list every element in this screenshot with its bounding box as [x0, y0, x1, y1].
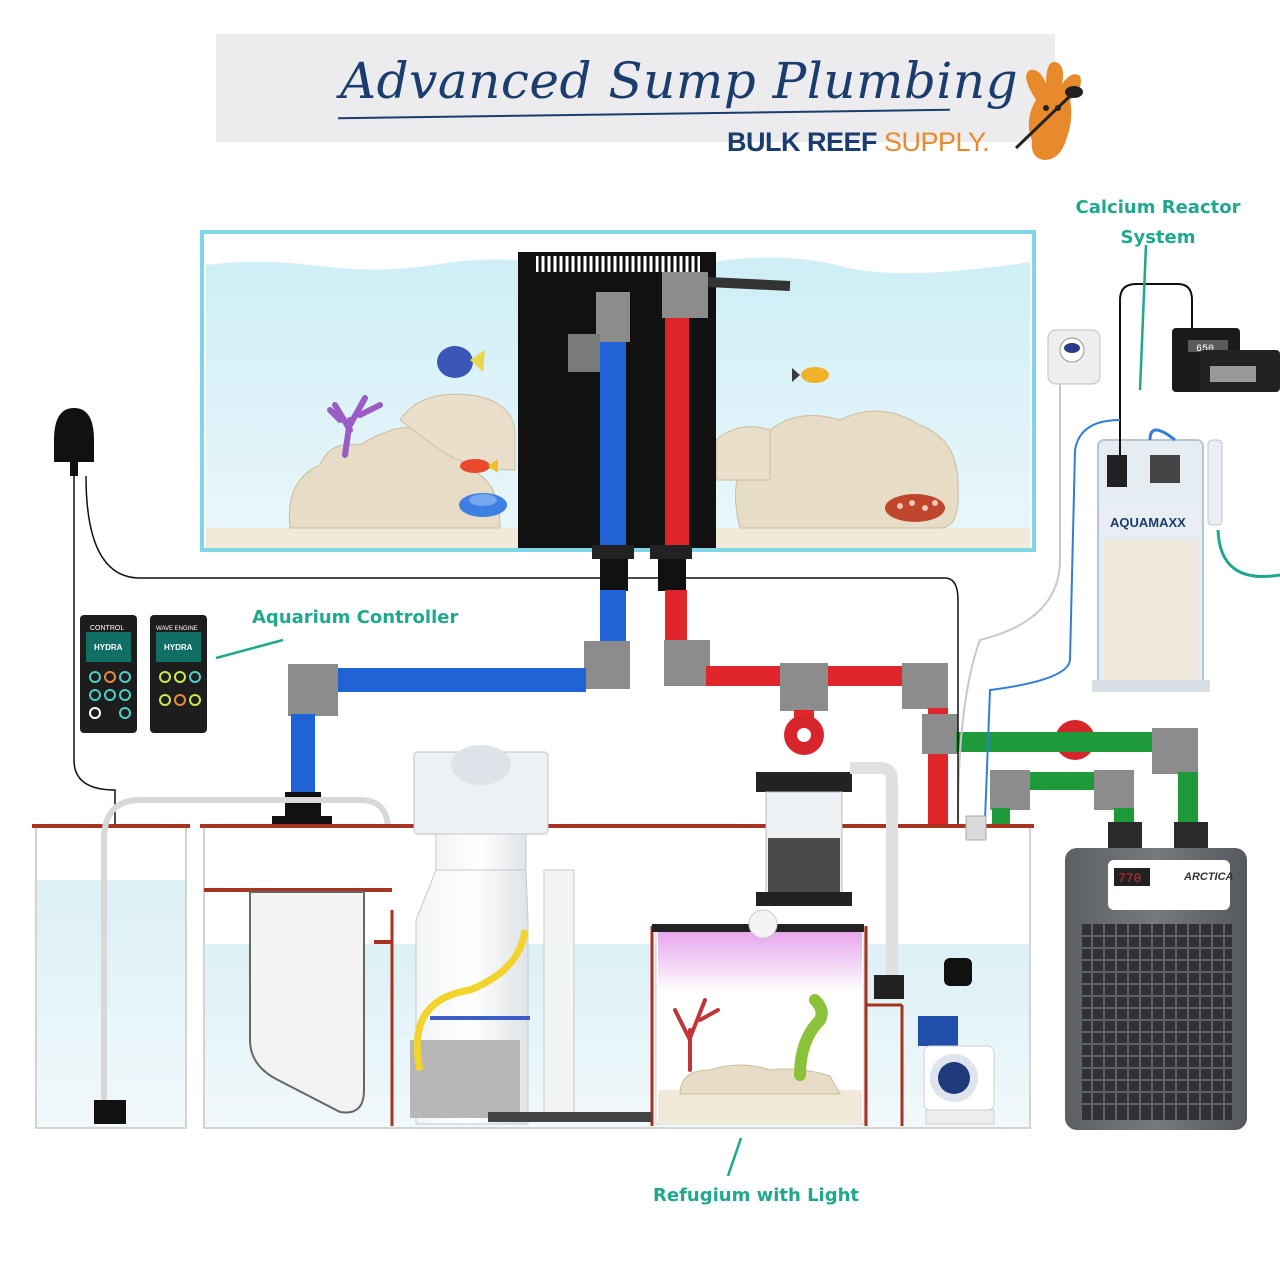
label-calcium-reactor-line2: System: [1120, 227, 1196, 248]
brand-logo: BULK REEF SUPPLY.: [727, 127, 990, 158]
valve-icon: [784, 715, 824, 755]
float-cable: [73, 476, 116, 1100]
return-elbow: [662, 272, 708, 318]
reactor-label-pointer: [1138, 244, 1148, 391]
return-elbow-right: [902, 663, 948, 709]
ph-probe-cable: [1119, 283, 1193, 455]
return-nozzle: [707, 277, 791, 291]
return-pipe-internal: [665, 310, 689, 546]
controller-right: WAVE ENGINE HYDRA: [150, 615, 207, 733]
drain-elbow-lower: [584, 641, 630, 689]
ato-pump: [94, 1100, 126, 1124]
return-elbow-lower: [664, 640, 710, 686]
reactor-loop-tube: [1148, 428, 1176, 442]
refugium: [652, 909, 865, 1125]
page-title: Advanced Sump Plumbing: [340, 52, 1019, 110]
probe-holder: [944, 815, 987, 986]
label-calcium-reactor-line1: Calcium Reactor: [1075, 197, 1241, 218]
return-bulkhead: [658, 559, 686, 591]
chiller-grille: [1082, 924, 1232, 1120]
macroalgae-green-icon: [794, 994, 828, 1081]
drain-bulkhead: [600, 559, 628, 591]
overflow-teeth: [536, 256, 700, 272]
brain-coral-icon: [885, 494, 945, 522]
controller-right-model: HYDRA: [164, 643, 193, 652]
overflow-box: [518, 252, 791, 591]
controller-right-name: WAVE ENGINE: [156, 626, 198, 632]
reactor-outlet-tube: [1216, 529, 1280, 578]
header-banner: [216, 34, 1055, 142]
skimmer-pump: [410, 1040, 520, 1118]
purple-coral-icon: [327, 395, 383, 458]
chiller: 770 ARCTICA: [1065, 822, 1247, 1130]
protein-skimmer: [410, 745, 652, 1125]
macroalgae-red-icon: [673, 998, 720, 1072]
controller-left-name: CONTROL: [90, 625, 124, 632]
blue-coral-icon: [459, 493, 507, 517]
chiller-display: 770: [1118, 871, 1141, 886]
brand-secondary: SUPPLY.: [884, 127, 990, 157]
label-calcium-reactor: Calcium Reactor System: [1068, 193, 1248, 253]
dosing-pump: [1047, 329, 1101, 385]
co2-regulator: [1207, 439, 1223, 526]
ph-display: 650: [1196, 344, 1214, 355]
label-aquarium-controller: Aquarium Controller: [252, 607, 459, 628]
controller-label-pointer: [215, 638, 284, 660]
calcium-reactor: AQUAMAXX: [1092, 439, 1280, 692]
mascot-icon: [1014, 61, 1083, 160]
rock-right-left: [715, 426, 771, 481]
heater: [488, 1112, 652, 1122]
label-refugium: Refugium with Light: [653, 1185, 860, 1206]
refugium-label-pointer: [726, 1137, 743, 1177]
yellow-fish-icon: [792, 367, 829, 383]
controller-cable: [85, 475, 959, 960]
drain-pipe-internal: [600, 335, 626, 545]
refugium-light-glow: [658, 932, 862, 992]
drain-fitting: [596, 292, 630, 342]
brand-primary: BULK REEF: [727, 127, 878, 157]
reactor-media: [1104, 540, 1197, 680]
controller-left: CONTROL HYDRA: [80, 615, 137, 733]
sump: [32, 797, 1034, 1129]
drain-elbow-left: [288, 664, 338, 716]
reactor-brand: AQUAMAXX: [1110, 515, 1186, 530]
controller-left-model: HYDRA: [94, 643, 123, 652]
blue-tang-fish-icon: [437, 346, 485, 378]
ato-tube: [101, 797, 391, 1100]
return-tee-chiller: [922, 714, 958, 754]
media-reactor: [756, 762, 904, 999]
return-pump: [918, 1016, 995, 1125]
filter-sock: [249, 891, 365, 1114]
drain-elbow: [568, 334, 600, 372]
reactor-feed-line: [984, 419, 1121, 821]
skimmer-air-line: [413, 929, 529, 1071]
return-tee: [780, 663, 828, 711]
orange-fish-icon: [460, 459, 498, 473]
dosing-line: [957, 383, 1062, 821]
chiller-grille-lines: [1082, 924, 1232, 1120]
float-switch-icon: [54, 408, 94, 476]
ph-monitor: 650: [1172, 328, 1280, 392]
chiller-brand: ARCTICA: [1183, 871, 1234, 883]
